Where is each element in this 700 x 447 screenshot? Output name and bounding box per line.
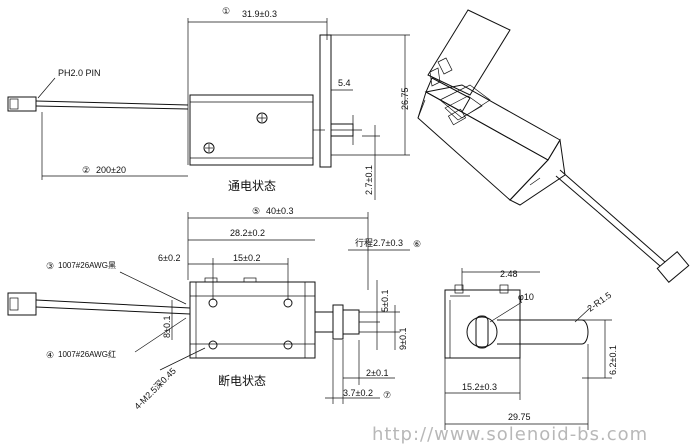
dim-2-7-top: 2.7±0.1 (364, 165, 374, 195)
state-energized: 通电状态 (228, 179, 276, 193)
connector-label: PH2.0 PIN (58, 68, 101, 78)
radius-label: 2-R1.5 (585, 290, 613, 314)
dim-15: 15±0.2 (233, 253, 260, 263)
marker-2: ② (82, 165, 90, 175)
dim-9: 9±0.1 (398, 328, 408, 350)
marker-7: ⑦ (383, 390, 391, 400)
red-wire-label: 1007#26AWG红 (58, 349, 116, 359)
dim-overall-length: 40±0.3 (266, 206, 293, 216)
side-view: ⑤ 40±0.3 28.2±0.2 行程2.7±0.3 ⑥ 6±0.2 15±0… (7, 206, 421, 412)
dim-5: 5±0.1 (380, 290, 390, 312)
dim-2-48: 2.48 (500, 269, 518, 279)
dim-5-4: 5.4 (338, 78, 351, 88)
black-wire-label: 1007#26AWG黑 (58, 261, 116, 270)
holes-label: 4-M2.5深0.45 (132, 366, 178, 412)
end-view: 2.48 φ10 2-R1.5 6.2±0.1 15.2±0.3 29.75 (444, 268, 618, 430)
isometric-view (417, 9, 690, 283)
dim-body-length: 28.2±0.2 (230, 228, 265, 238)
dim-3-7: 3.7±0.2 (343, 388, 373, 398)
watermark: http://www.solenoid-bs.com (372, 424, 648, 445)
marker-3: ③ (46, 261, 54, 271)
marker-6: ⑥ (413, 239, 421, 249)
dim-wire-length: 200±20 (96, 165, 126, 175)
dim-top-length: 31.9±0.3 (242, 9, 277, 19)
state-deenergized: 断电状态 (218, 373, 266, 388)
dia-10: φ10 (518, 292, 534, 302)
dim-26-75: 26.75 (400, 87, 410, 110)
top-view: ① 31.9±0.3 PH2.0 PIN 5.4 (7, 6, 410, 200)
marker-4: ④ (46, 350, 54, 360)
dim-8: 8±0.1 (162, 316, 172, 338)
dim-6-2: 6.2±0.1 (608, 345, 618, 375)
dim-15-2: 15.2±0.3 (462, 382, 497, 392)
marker-1: ① (222, 6, 230, 16)
marker-5: ⑤ (252, 206, 260, 216)
dim-2-bottom: 2±0.1 (366, 368, 388, 378)
dim-stroke: 行程2.7±0.3 (355, 237, 403, 248)
dim-6: 6±0.2 (158, 253, 180, 263)
dim-29-75: 29.75 (508, 412, 531, 422)
